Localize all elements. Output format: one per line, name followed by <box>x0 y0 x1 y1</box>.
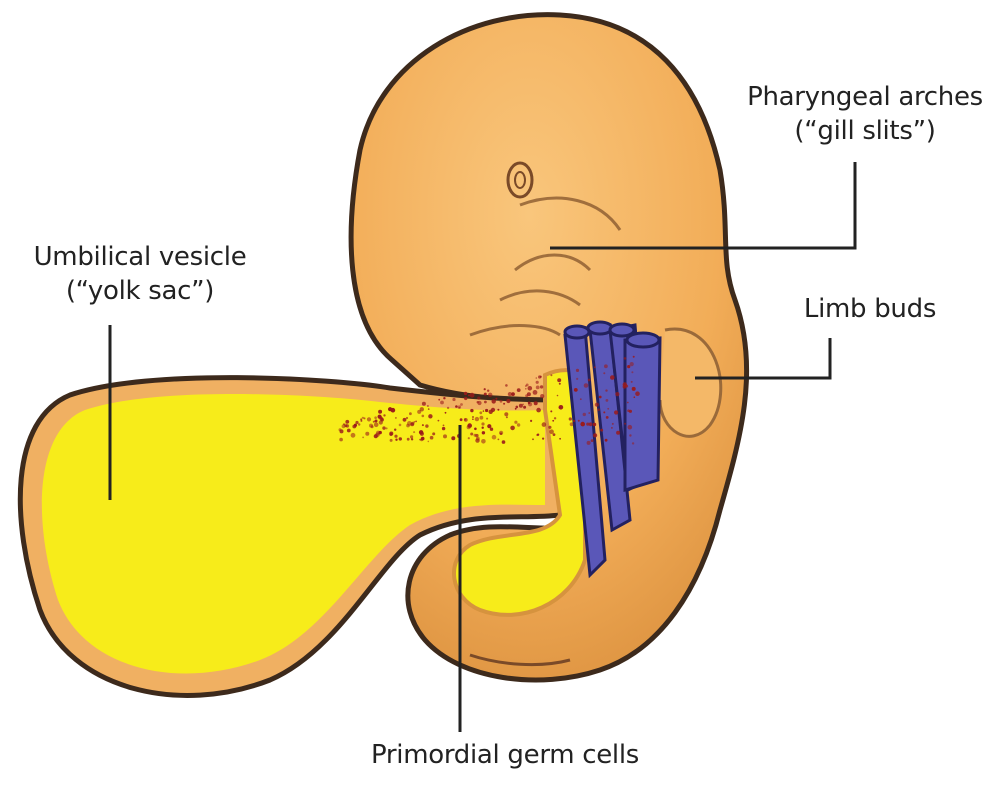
label-limb-buds: Limb buds <box>770 292 970 326</box>
label-umbilical-line1: Umbilical vesicle <box>33 242 247 272</box>
leader-limb <box>695 338 832 380</box>
label-limb-line1: Limb buds <box>803 294 937 324</box>
germ-cell-cluster <box>338 355 640 445</box>
label-pharyngeal-line2: (“gill slits”) <box>794 116 936 146</box>
eye-placode <box>506 161 534 199</box>
umbilical-vesicle <box>41 393 546 674</box>
pharyngeal-arches-folds <box>469 196 622 337</box>
leader-lines <box>108 162 857 732</box>
leader-pharyngeal <box>550 162 857 250</box>
label-germ-line1: Primordial germ cells <box>370 740 640 770</box>
embryo-body <box>348 12 750 683</box>
limb-bud <box>658 327 723 438</box>
label-umbilical-vesicle: Umbilical vesicle (“yolk sac”) <box>5 240 275 308</box>
label-pharyngeal-arches: Pharyngeal arches (“gill slits”) <box>730 80 1000 148</box>
label-primordial-germ-cells: Primordial germ cells <box>340 738 670 772</box>
label-pharyngeal-line1: Pharyngeal arches <box>747 82 983 112</box>
label-umbilical-line2: (“yolk sac”) <box>65 276 215 306</box>
